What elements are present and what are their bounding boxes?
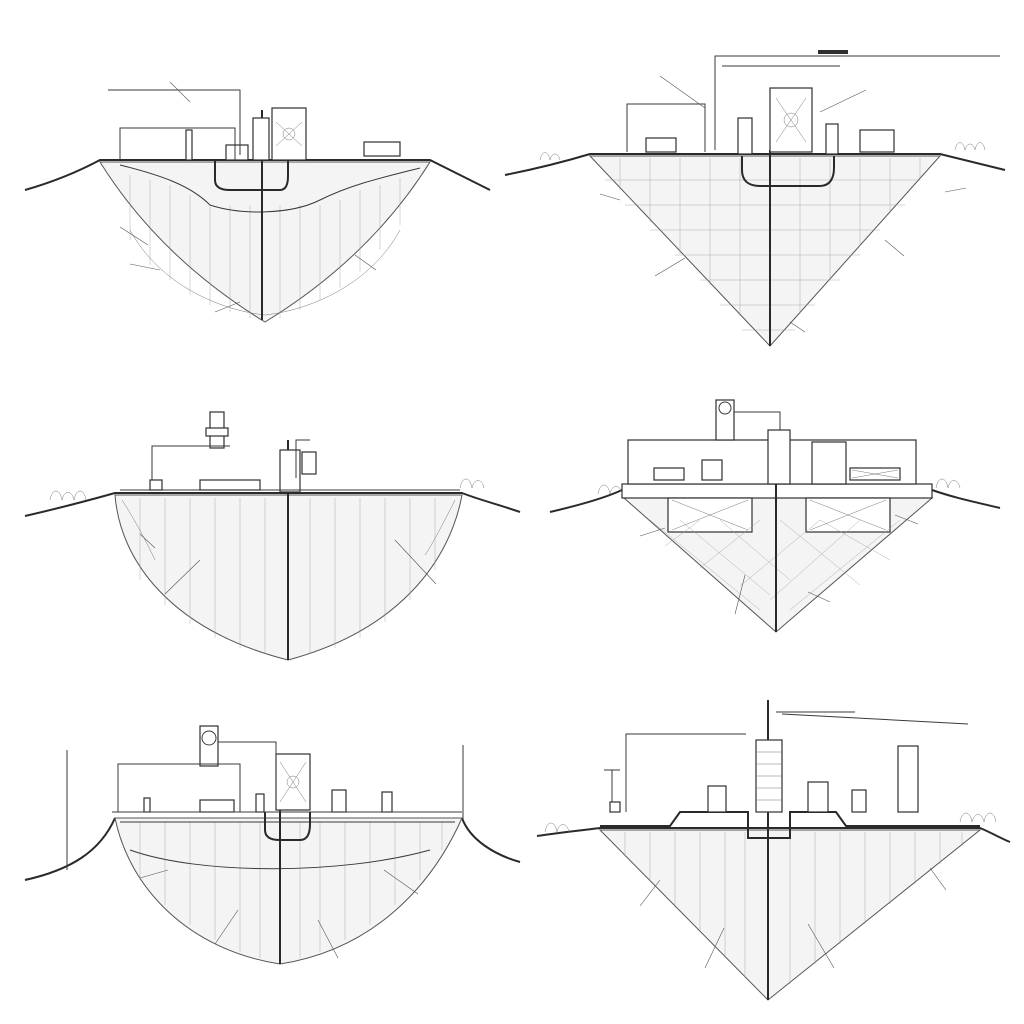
panel-6-annotations <box>639 867 947 969</box>
panel-5-chimney <box>199 725 219 767</box>
panel-1-frame <box>119 127 236 160</box>
panel-6-shrubs <box>544 812 997 833</box>
panel-5-cross-section <box>24 725 521 965</box>
panel-3-annotations <box>139 533 437 595</box>
panel-1-elbow-pipe <box>214 160 289 191</box>
panel-5-hatch <box>139 822 443 958</box>
panel-5-ground-line <box>24 817 521 881</box>
panel-2-cross-section <box>504 50 1006 347</box>
panel-1-ground-line <box>24 159 491 191</box>
panel-1-annotations <box>119 81 377 313</box>
panel-3-hatch <box>139 498 436 654</box>
panel-4-annotations <box>639 514 919 615</box>
panel-2-basin <box>588 155 942 347</box>
panel-1-tower <box>252 117 270 161</box>
panel-6-tall-block <box>897 745 919 813</box>
panel-2-shrubs <box>539 142 986 161</box>
panel-3-ground-line <box>24 492 521 517</box>
panel-6-hatch <box>624 832 963 984</box>
panel-1-liner <box>119 164 421 213</box>
panel-1-basin <box>99 161 431 323</box>
panel-2-ground-line <box>504 153 1006 176</box>
panel-4-chimney <box>715 399 735 441</box>
panel-6-cross-section <box>536 700 1011 1001</box>
panel-3-tower <box>279 449 301 493</box>
panel-4-cross-section <box>549 399 1001 633</box>
panel-1-cabin <box>363 141 401 157</box>
panel-2-cabin <box>859 129 895 153</box>
panel-3-cross-section <box>24 411 521 661</box>
panel-4-crosshatch <box>649 499 901 611</box>
panel-2-annotations <box>599 75 967 333</box>
panel-5-annotations <box>139 869 419 959</box>
panel-1-cross-section <box>24 81 491 323</box>
